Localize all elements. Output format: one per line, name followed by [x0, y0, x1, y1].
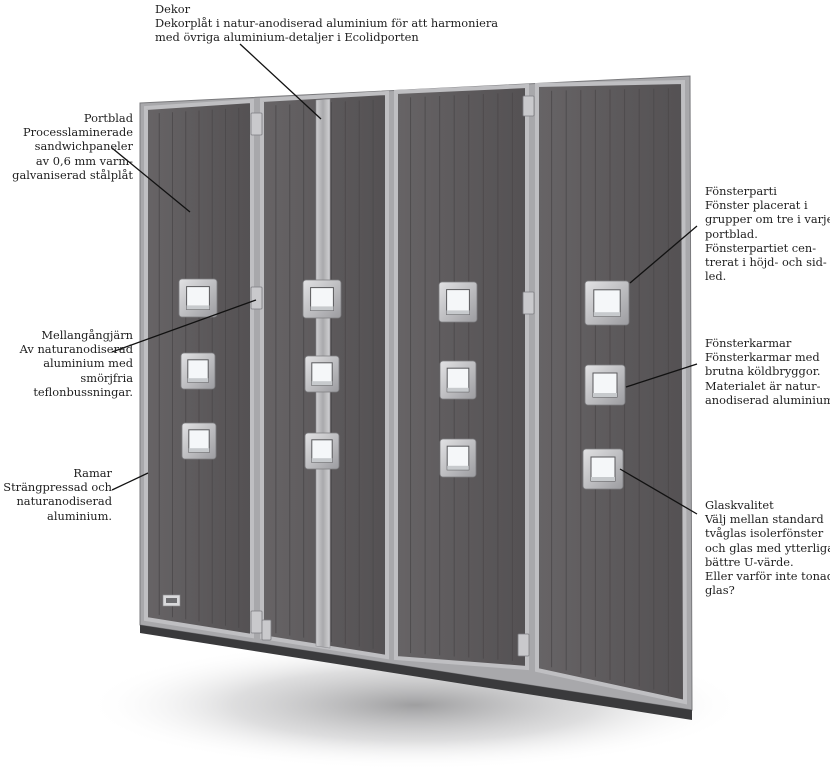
- callout-line: Strängpressad och: [3, 480, 112, 495]
- callout-line: Dekorplåt i natur-anodiserad aluminium f…: [155, 16, 499, 31]
- callout-line: portblad.: [705, 226, 758, 241]
- leaf-frames: [144, 79, 688, 705]
- callout-line: naturanodiserad: [16, 494, 112, 509]
- callout-title: Dekor: [155, 2, 191, 16]
- leader-portblad: [111, 147, 191, 213]
- callout-line: teflonbussningar.: [33, 384, 133, 399]
- window-glass-shade: [591, 477, 615, 481]
- leader-fonsterkarmar: [625, 363, 698, 388]
- hinge-icon: [250, 112, 263, 136]
- callout-line: Välj mellan standard: [705, 512, 824, 527]
- callout-line: aluminium med: [43, 356, 133, 371]
- callout-line: Eller varför inte tonade: [705, 569, 830, 584]
- callout-line: av 0,6 mm varm-: [35, 153, 133, 168]
- callout-line: aluminium.: [47, 508, 112, 523]
- window: [439, 360, 477, 400]
- hinge-icon: [522, 95, 535, 117]
- callout-line: sandwichpaneler: [34, 139, 133, 154]
- callout-dekor: Dekor Dekorplåt i natur-anodiserad alumi…: [155, 2, 498, 45]
- callout-line: glas?: [705, 583, 735, 598]
- leader-ramar: [111, 472, 149, 491]
- window-glass-shade: [311, 458, 333, 463]
- callout-portblad: Portblad Processlaminerade sandwichpanel…: [12, 111, 133, 182]
- window: [439, 438, 477, 478]
- callout-line: Fönster placerat i: [705, 198, 808, 213]
- window-glass-shade: [188, 448, 210, 453]
- callout-line: och glas med ytterligare: [705, 540, 830, 555]
- callout-line: galvaniserad stålplåt: [12, 167, 133, 182]
- window: [304, 355, 340, 393]
- window-glass-shade: [447, 465, 469, 470]
- window-glass-shade: [593, 393, 617, 397]
- callout-line: brutna köldbryggor.: [705, 364, 821, 379]
- window-glass: [593, 289, 621, 317]
- window-glass: [446, 367, 470, 393]
- callout-line: smörjfria: [80, 370, 133, 385]
- leader-mellangangjarn: [111, 299, 257, 353]
- callout-line: led.: [705, 269, 727, 284]
- window-glass-shade: [593, 312, 621, 317]
- hinge-icon: [522, 291, 535, 315]
- window-glass-shade: [311, 381, 333, 386]
- callout-line: trerat i höjd- och sid-: [705, 255, 827, 270]
- window-glass: [446, 445, 470, 471]
- callout-ramar: Ramar Strängpressad och naturanodiserad …: [3, 466, 112, 523]
- leader-dekor: [239, 43, 322, 120]
- callout-title: Fönsterkarmar: [705, 336, 792, 350]
- callout-title: Mellangångjärn: [41, 328, 133, 342]
- hinge-icon: [261, 619, 272, 641]
- windows: [178, 278, 630, 490]
- logo-badge-icon: [162, 594, 181, 607]
- window: [584, 364, 626, 406]
- callout-line: Processlaminerade: [22, 125, 133, 140]
- leader-fonsterparti: [629, 225, 698, 284]
- hinges: [250, 95, 535, 657]
- window-glass-shade: [446, 310, 470, 315]
- callout-line: anodiserad aluminium.: [705, 392, 830, 407]
- callout-title: Glaskvalitet: [705, 498, 774, 512]
- callout-line: med övriga aluminium-detaljer i Ecolidpo…: [155, 30, 419, 45]
- window-glass-shade: [187, 378, 209, 383]
- callout-fonsterkarmar: Fönsterkarmar Fönsterkarmar med brutna k…: [705, 336, 830, 407]
- callout-line: grupper om tre i varje: [705, 212, 830, 227]
- bottom-seal: [140, 625, 692, 720]
- leader-lines: [111, 43, 698, 515]
- window: [438, 281, 478, 323]
- callout-title: Portblad: [83, 111, 133, 125]
- callout-line: Av naturanodiserad: [19, 342, 133, 357]
- callout-title: Fönsterparti: [705, 184, 777, 198]
- hinge-icon: [250, 610, 263, 634]
- window-glass-shade: [310, 306, 334, 311]
- callout-glaskvalitet: Glaskvalitet Välj mellan standard tvågla…: [705, 498, 830, 597]
- window-glass-shade: [186, 305, 210, 310]
- hinge-icon: [517, 633, 530, 657]
- window: [304, 432, 340, 470]
- window: [178, 278, 218, 318]
- callout-line: Fönsterkarmar med: [705, 350, 820, 365]
- callout-title: Ramar: [73, 466, 112, 480]
- callout-fonsterparti: Fönsterparti Fönster placerat i grupper …: [705, 184, 830, 283]
- window: [582, 448, 624, 490]
- window: [584, 280, 630, 326]
- window: [181, 422, 217, 460]
- callout-line: bättre U-värde.: [705, 554, 794, 569]
- callout-line: Fönsterpartiet cen-: [705, 240, 817, 255]
- window: [180, 352, 216, 390]
- window: [302, 279, 342, 319]
- callout-line: tvåglas isolerfönster: [705, 526, 824, 541]
- window-glass-shade: [447, 387, 469, 392]
- hinge-icon: [250, 286, 263, 310]
- callout-mellangangjarn: Mellangångjärn Av naturanodiserad alumin…: [20, 328, 133, 399]
- leader-glaskvalitet: [619, 468, 698, 515]
- callout-line: Materialet är natur-: [705, 378, 821, 393]
